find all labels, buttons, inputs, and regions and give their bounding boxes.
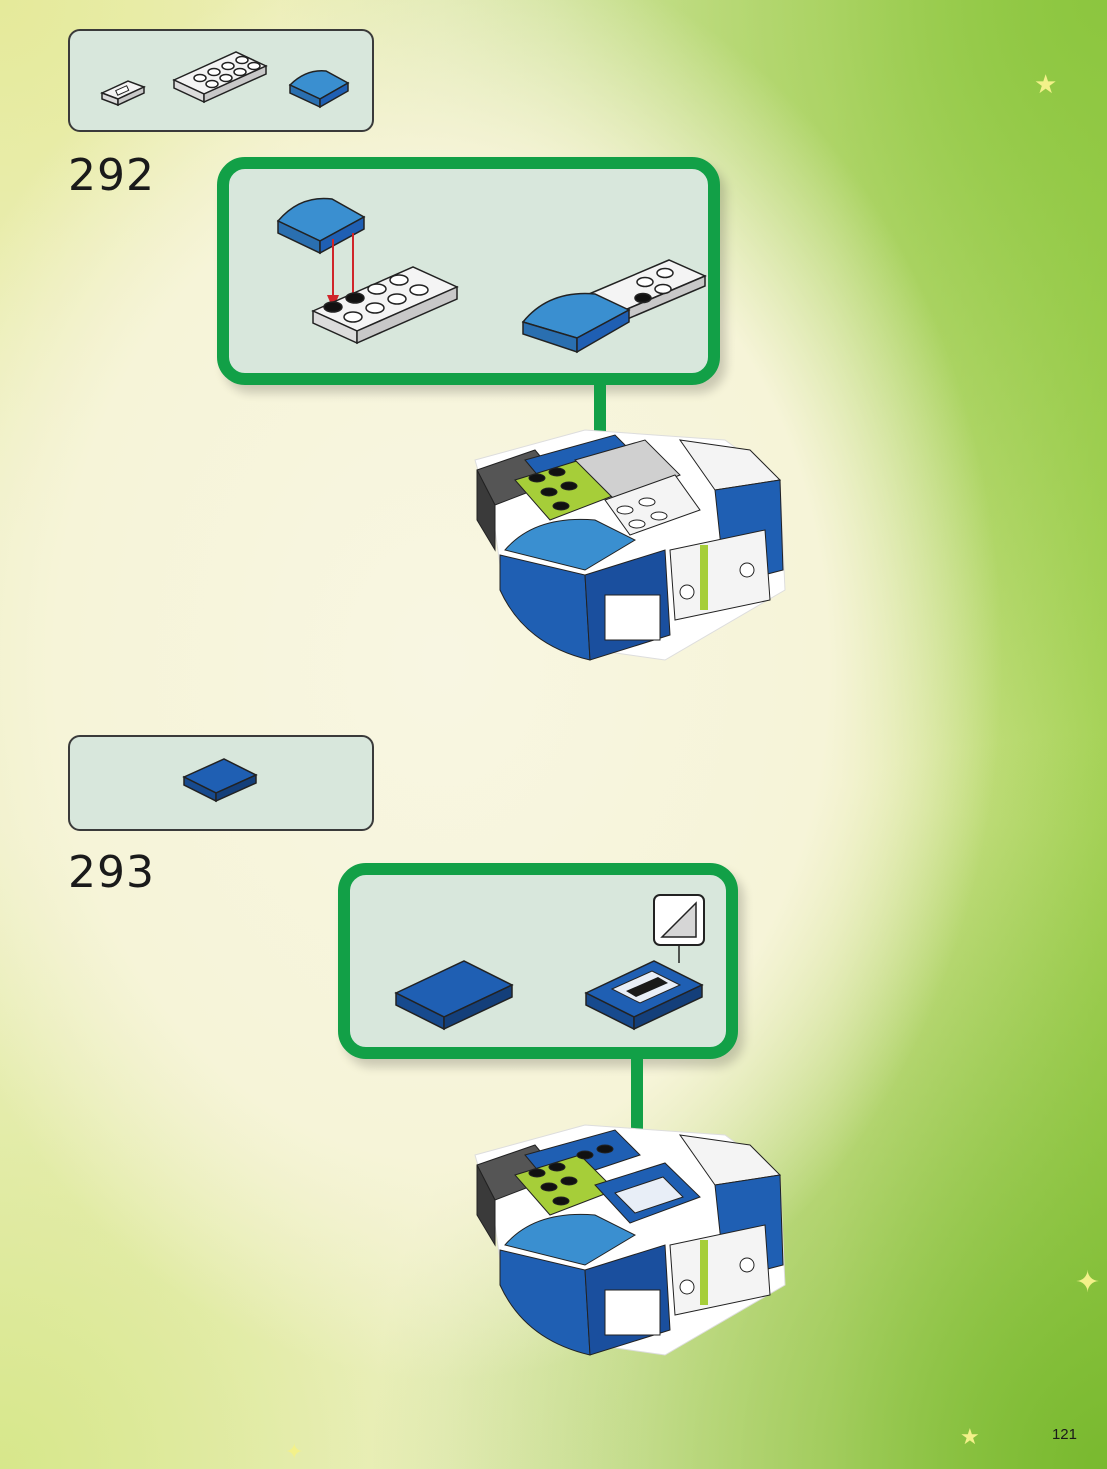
- parts-list-box: [68, 735, 374, 831]
- step-number: 293: [68, 847, 155, 898]
- star-decoration-icon: ★: [960, 1425, 980, 1450]
- page-number: 121: [1052, 1426, 1077, 1443]
- sticker-icon: [650, 891, 710, 951]
- tile-1x2-white-icon: [98, 73, 158, 113]
- model-assembly-icon: [465, 1115, 795, 1360]
- assembled-slope-plate-icon: [519, 254, 709, 364]
- plate-2x4-white-icon: [309, 261, 469, 351]
- step-number: 292: [68, 150, 155, 201]
- tile-2x2-blue-icon: [392, 955, 522, 1035]
- star-decoration-icon: ✦: [1075, 1265, 1100, 1300]
- decorated-tile-icon: [582, 955, 712, 1035]
- callout-box: [217, 157, 720, 385]
- star-decoration-icon: ★: [1034, 70, 1057, 100]
- plate-2x4-white-icon: [170, 46, 280, 106]
- tile-2x2-blue-icon: [180, 755, 270, 805]
- callout-box: [338, 863, 738, 1059]
- star-decoration-icon: ✦: [285, 1440, 303, 1465]
- parts-list-box: [68, 29, 374, 132]
- model-assembly-icon: [465, 420, 795, 665]
- slope-curved-blue-icon: [286, 65, 356, 115]
